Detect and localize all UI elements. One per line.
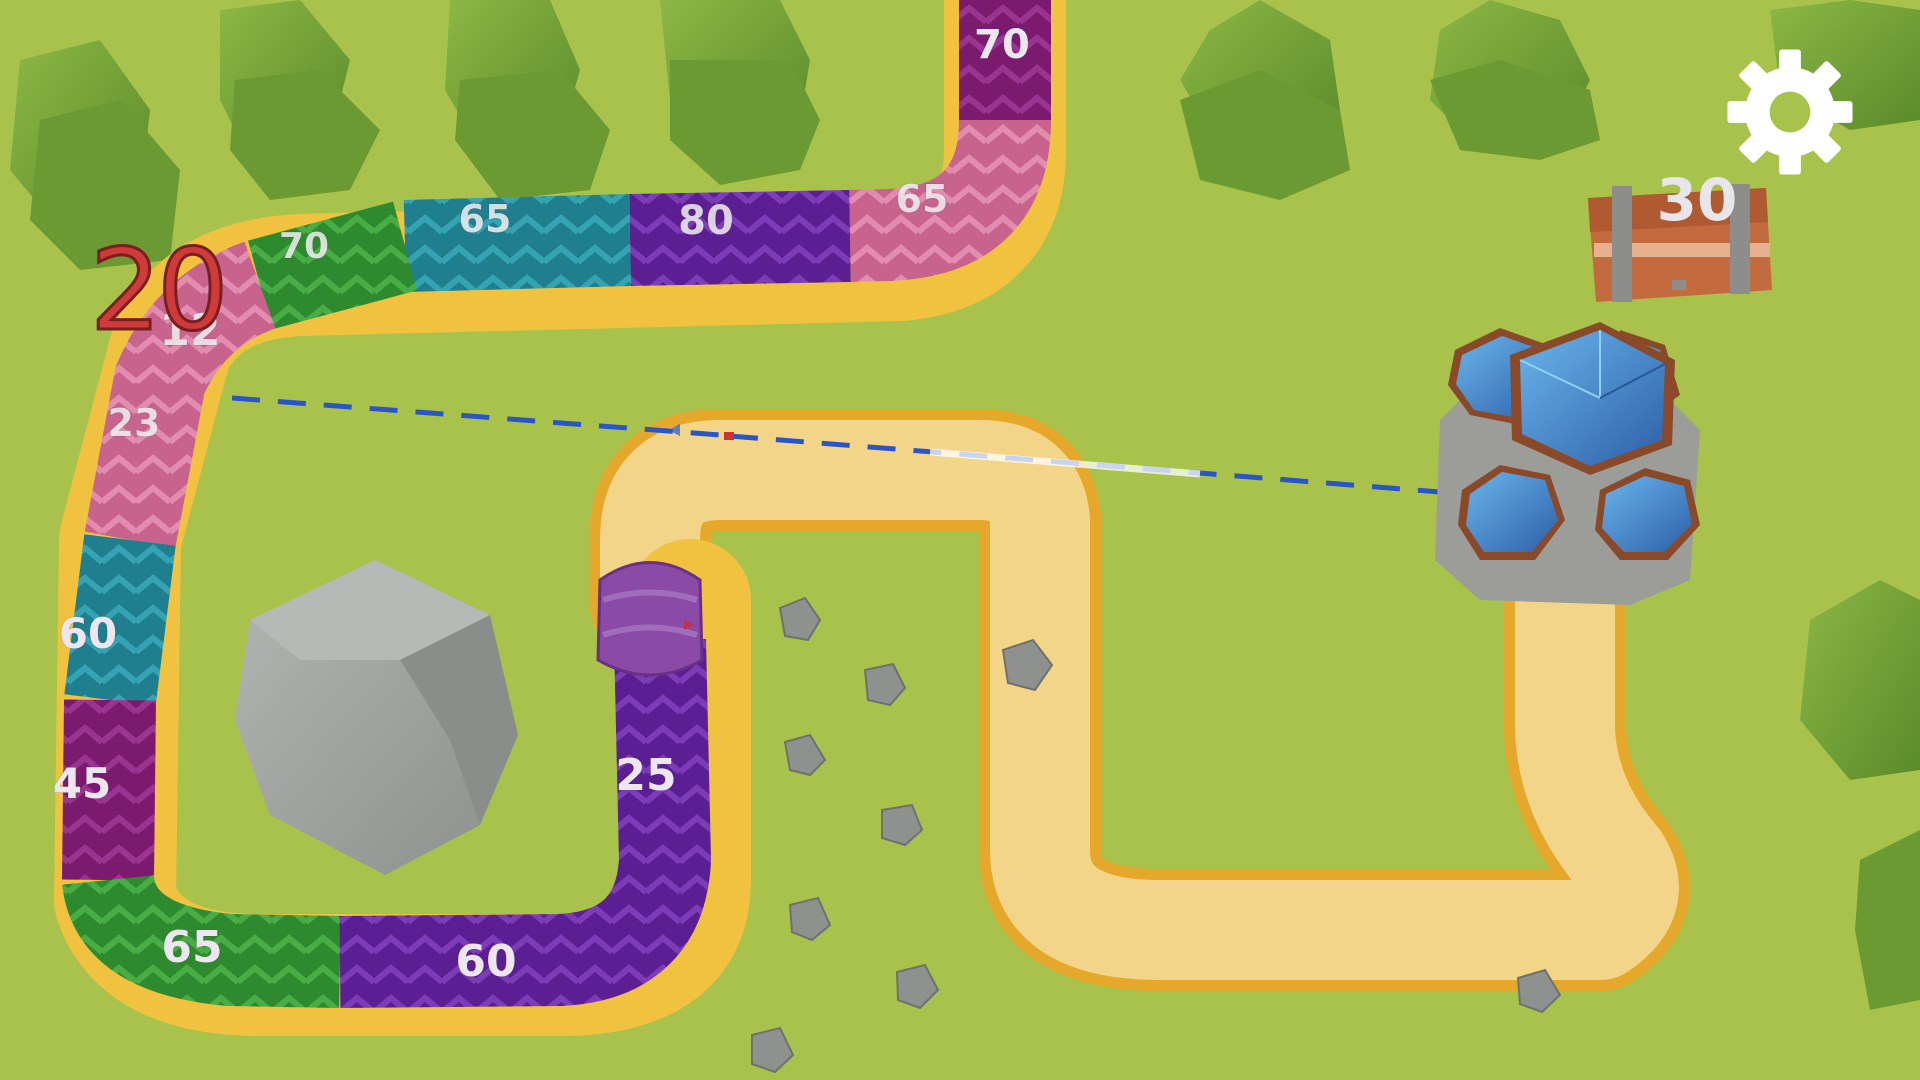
- segment-label: 60: [59, 609, 117, 658]
- tree: [220, 0, 380, 200]
- segment-label: 60: [455, 936, 516, 987]
- segment-label: 45: [53, 759, 111, 808]
- snake-segment-60-teal[interactable]: [64, 534, 176, 706]
- trees: [10, 0, 1920, 1010]
- segment-label: 70: [974, 22, 1030, 68]
- tower-turret[interactable]: [1458, 465, 1565, 560]
- segment-label: 23: [108, 401, 161, 445]
- snake-segment-65-pink[interactable]: [848, 118, 1051, 282]
- settings-button[interactable]: [1722, 44, 1858, 180]
- segment-label: 70: [279, 226, 329, 267]
- tree: [660, 0, 820, 185]
- player-tower[interactable]: [1435, 322, 1700, 605]
- segment-labels: 70 65 80 65 70 12 23 60 45 65 60 25: [52, 22, 1030, 988]
- chest-value: 30: [1656, 166, 1738, 234]
- tower-turret[interactable]: [1595, 468, 1700, 560]
- segment-label: 25: [615, 750, 676, 801]
- snake-head[interactable]: [596, 561, 704, 677]
- segment-label: 80: [678, 198, 734, 244]
- segment-label: 65: [459, 197, 512, 241]
- segment-label: 65: [896, 177, 949, 221]
- tree: [1180, 0, 1350, 200]
- health-counter: 20: [89, 225, 230, 358]
- snake-segment-65-teal[interactable]: [403, 194, 632, 292]
- treasure-chest[interactable]: [1588, 184, 1772, 302]
- tree: [1855, 830, 1920, 1010]
- segment-label: 65: [161, 922, 222, 973]
- aim-line: [231, 395, 1441, 495]
- small-rocks: [751, 596, 1562, 1074]
- large-rock: [235, 560, 518, 875]
- tree: [1800, 580, 1920, 780]
- tree: [445, 0, 610, 200]
- tower-turret[interactable]: [1510, 322, 1675, 475]
- snake-segment-60-25[interactable]: [339, 638, 712, 1008]
- snake-segment-45[interactable]: [62, 699, 156, 881]
- snake-segment-80[interactable]: [629, 190, 851, 286]
- snake-segment-70-green[interactable]: [248, 201, 417, 330]
- segment-label: 12: [159, 305, 220, 356]
- snake-segment-12-23[interactable]: [84, 241, 277, 549]
- gear-icon: [1727, 49, 1853, 175]
- tree: [10, 40, 180, 270]
- enemy-snake[interactable]: [62, 0, 1051, 1008]
- tree: [1430, 0, 1600, 160]
- snake-segment-65-green[interactable]: [62, 872, 341, 1008]
